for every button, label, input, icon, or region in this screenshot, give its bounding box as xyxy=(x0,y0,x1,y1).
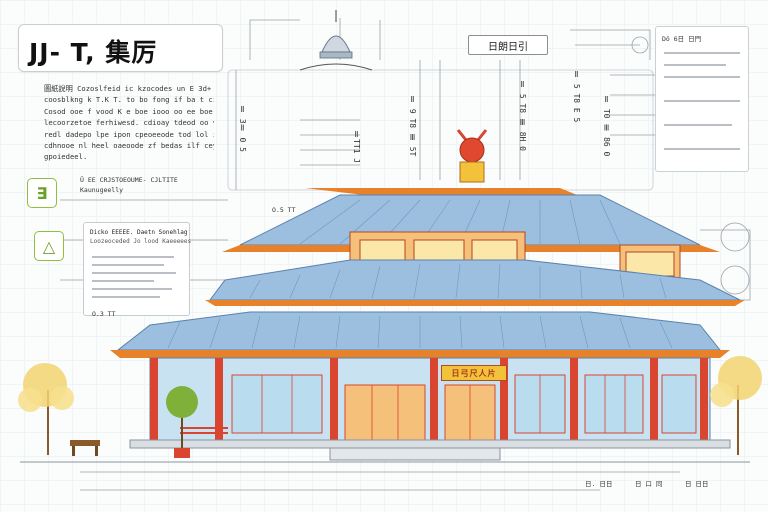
bottom-label: 日 日日 xyxy=(685,480,709,488)
vertical-label: Ⅱ 5 T8 E 5 xyxy=(572,70,581,123)
vertical-label: ⅡTT1 J xyxy=(352,130,361,164)
building-sign: 日弓尺人片 xyxy=(441,365,507,381)
paragraph-line: gpoiedeel. xyxy=(44,152,88,162)
scale-label: O.5 TT xyxy=(272,206,296,214)
paragraph-line: 圖紙說明 Cozoslfeid ic kzocodes un E 3d+ E xyxy=(44,84,214,93)
tree-left xyxy=(18,363,74,455)
vertical-label: Ⅱ 3Ⅱ 0 5 xyxy=(238,105,247,152)
ground-floor xyxy=(129,357,731,461)
bottom-label: 日 口 同 xyxy=(635,480,663,488)
dome-detail xyxy=(299,10,373,71)
paragraph-line: lecoorzetoe ferhiwesd. cdioay tdeod oo v… xyxy=(44,118,214,128)
scale-label: O.3 TT xyxy=(92,310,116,318)
triangle-logo-icon: △ xyxy=(34,231,64,261)
description-paragraph: 圖紙說明 Cozoslfeid ic kzocodes un E 3d+ E c… xyxy=(44,83,214,163)
bench xyxy=(70,440,100,456)
right-card-title: Dö 6日 日門 xyxy=(662,35,702,43)
top-tag: 日朗日引 xyxy=(468,35,548,55)
vertical-label: Ⅱ 5 T8 Ⅲ 8H 0 xyxy=(518,80,527,151)
lower-roof xyxy=(110,311,730,358)
potted-tree xyxy=(166,386,198,458)
roof-ornament xyxy=(456,129,488,183)
paragraph-line: coosblkng k T.K T. to bo fong if ba t ci… xyxy=(44,95,214,105)
right-info-card: Dö 6日 日門 xyxy=(655,26,749,172)
paragraph-line: Cosod ooe f vood K e boe iooo oo ee boe xyxy=(44,106,213,116)
info-card: Dicko EEEEE. Daetn Sonehlag Loozeoceded … xyxy=(83,222,192,316)
middle-roof xyxy=(205,259,745,306)
info-card-lines xyxy=(92,256,176,298)
logo-sublabel: Kaunugeelly xyxy=(80,186,124,194)
info-card-subtitle: Loozeoceded Jo lood Kaeeeees xyxy=(90,238,192,245)
paragraph-line: redl dadepo lpe ipon cpeoeeode tod lol i… xyxy=(44,129,214,139)
title-card: JJ- T, 集厉 xyxy=(18,24,223,72)
paragraph-line: cdhnooe nl heel oaeoode zf bedas ilf cey xyxy=(44,141,214,151)
info-card-title: Dicko EEEEE. Daetn Sonehlag xyxy=(90,229,188,236)
vertical-label: Ⅱ 9 T8 Ⅲ 5T xyxy=(408,95,417,157)
logo-label: Ü EE CRJSTOEOUME- CJLTITE xyxy=(80,176,178,184)
green-logo-icon: ∃ xyxy=(27,178,57,208)
tree-right xyxy=(710,356,762,455)
right-card-lines xyxy=(664,52,740,150)
vertical-label: Ⅱ T0 Ⅲ 86 0 xyxy=(602,95,611,157)
bottom-label: 日. 日日 xyxy=(585,480,613,488)
page-title: JJ- T, 集厉 xyxy=(29,38,158,67)
